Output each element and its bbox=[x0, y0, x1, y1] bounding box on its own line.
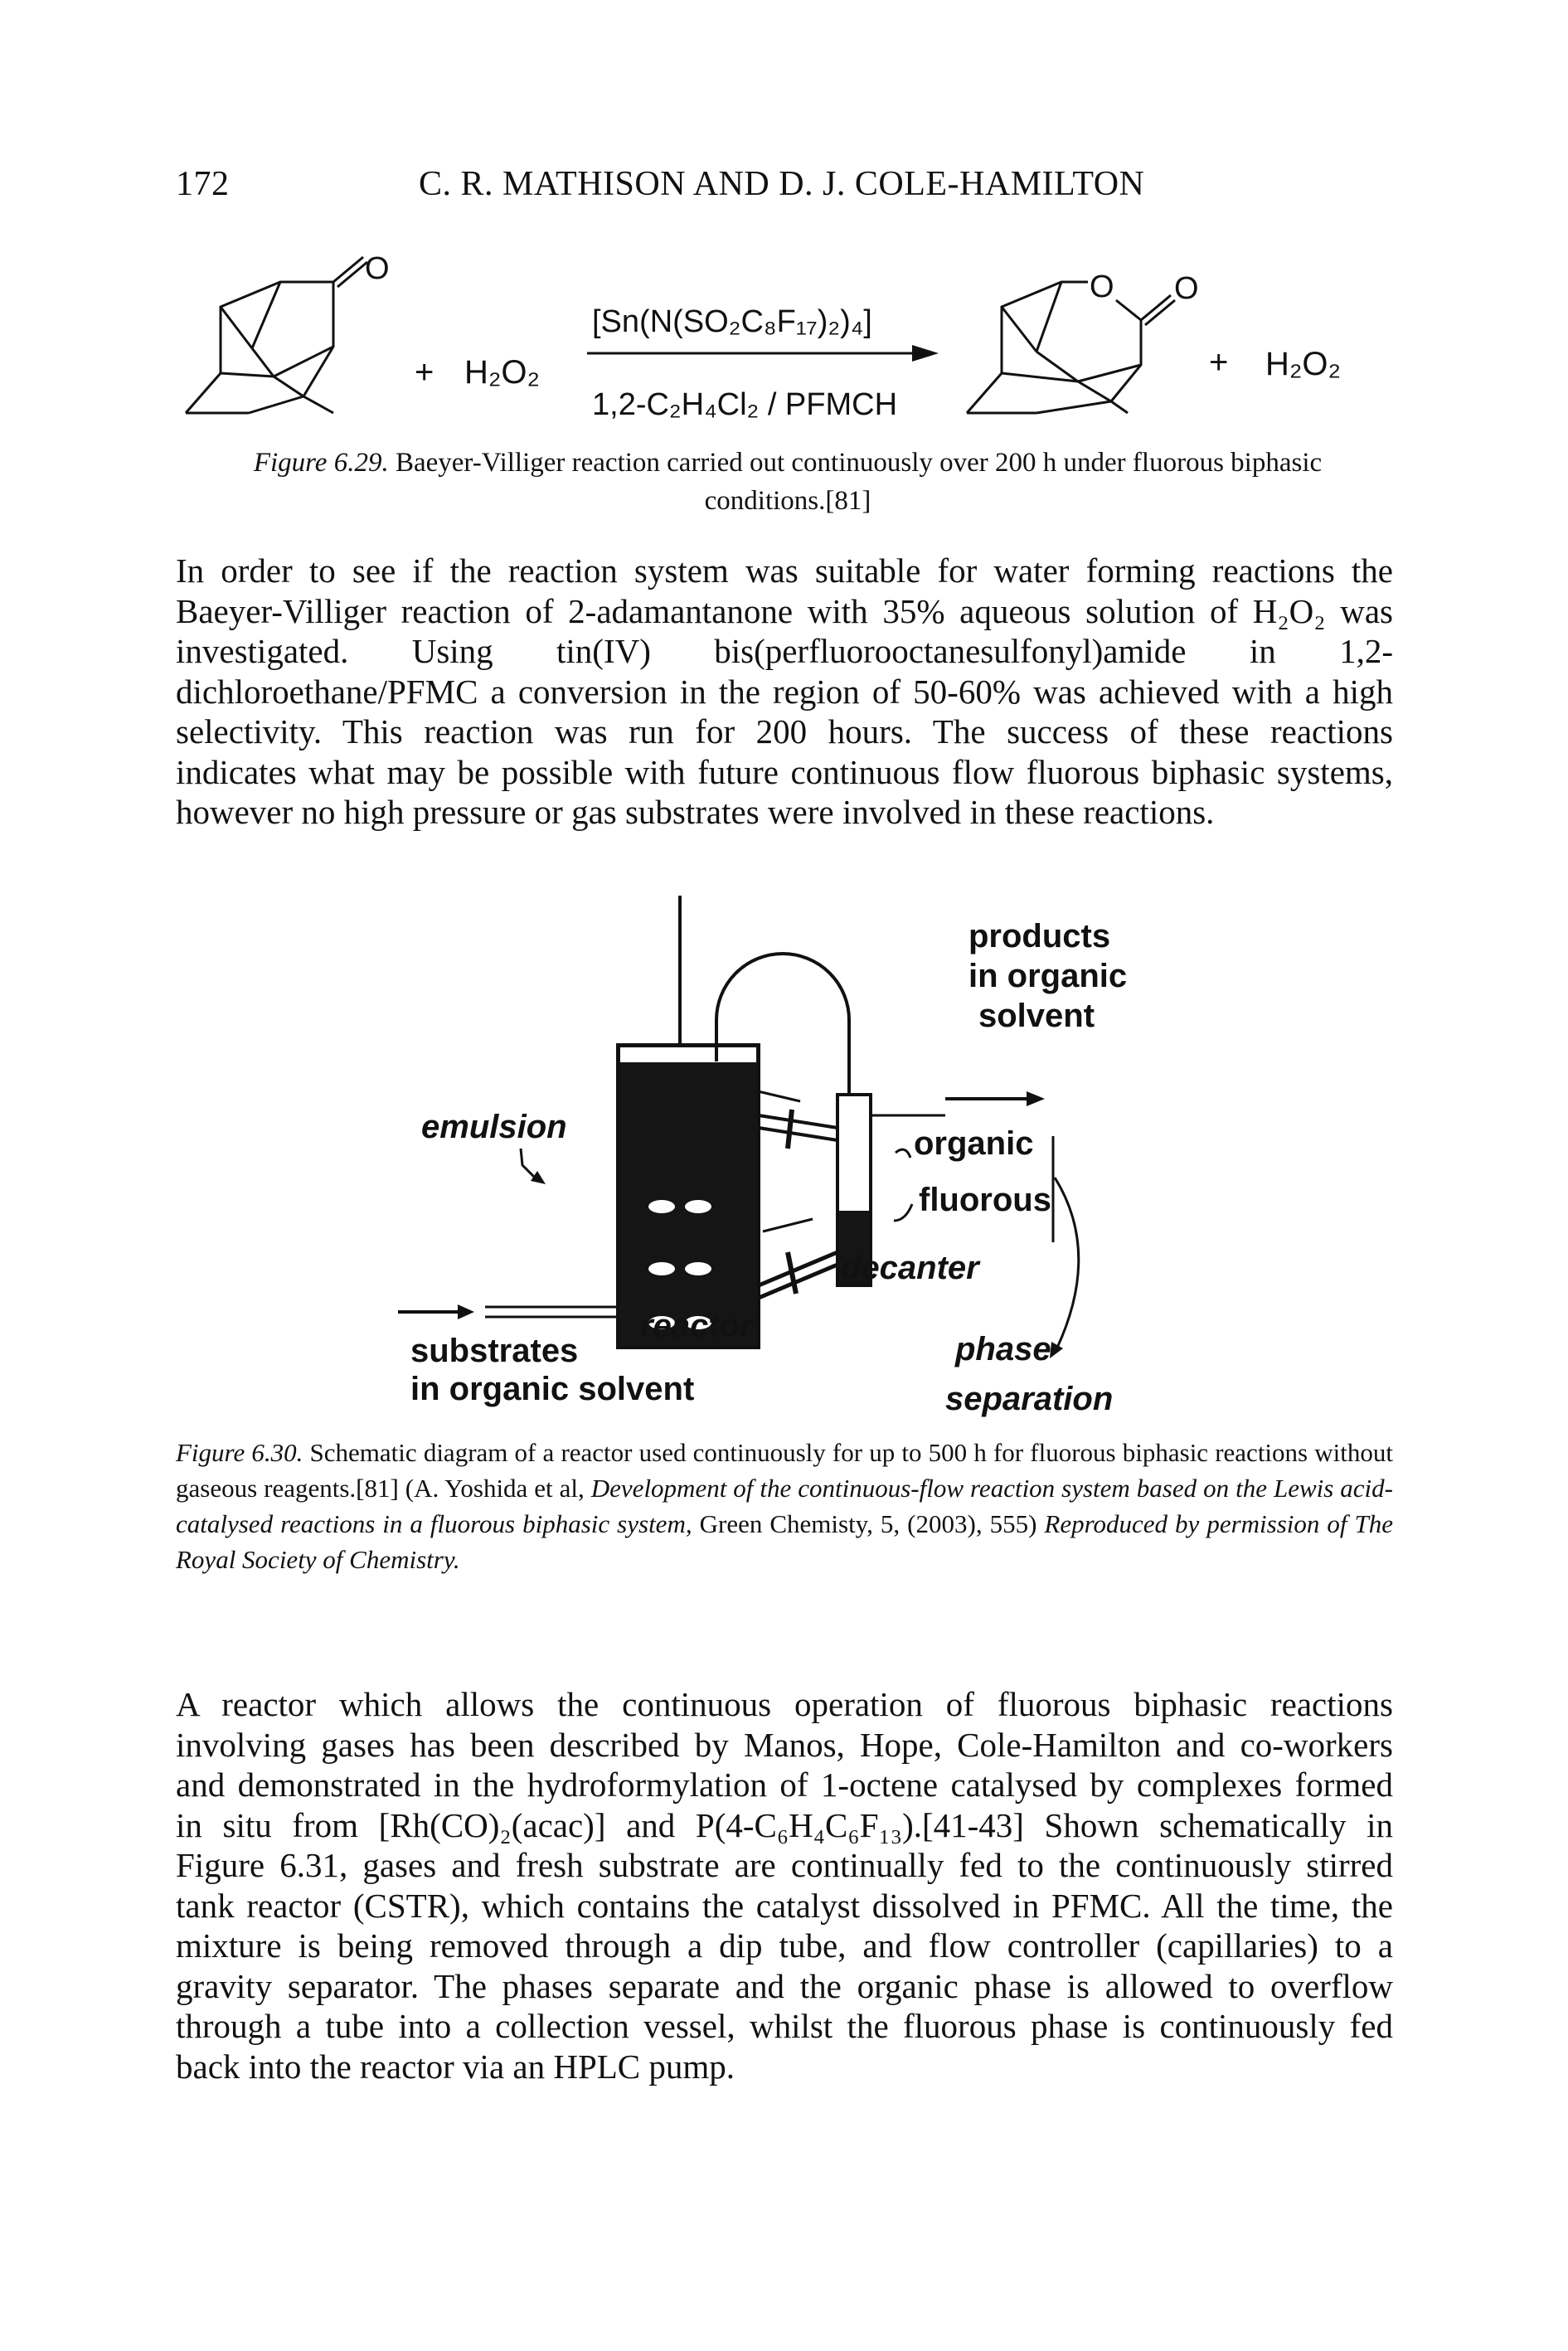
paragraph-2-line: in situ from [Rh(CO)₂(acac)] and P(4-C₆H… bbox=[176, 1805, 1393, 1844]
lactone-structure bbox=[965, 280, 1176, 415]
paragraph-2-line: through a tube into a collection vessel,… bbox=[176, 2007, 1393, 2045]
emulsion-pointer-head bbox=[531, 1171, 546, 1184]
figure-6-30-label: Figure 6.30. bbox=[176, 1438, 303, 1467]
product-h2o2: H₂O₂ bbox=[1265, 346, 1341, 382]
paragraph-1-line: indicates what may be possible with futu… bbox=[176, 752, 1393, 791]
products-label: products bbox=[968, 918, 1110, 954]
paragraph-2-line: mixture is being removed through a dip t… bbox=[176, 1926, 1393, 1965]
ketone-oxygen: O bbox=[365, 251, 390, 286]
emulsion-line bbox=[758, 1114, 838, 1129]
reactor-label: reactor bbox=[640, 1308, 755, 1344]
reagent-plus: + bbox=[415, 354, 434, 391]
flow-arrow bbox=[754, 1089, 801, 1103]
fluorous-return-line bbox=[758, 1250, 838, 1288]
paragraph-1-line: In order to see if the reaction system w… bbox=[176, 551, 1393, 590]
figure-6-29-text: Baeyer-Villiger reaction carried out con… bbox=[395, 448, 1323, 516]
reaction-arrowhead bbox=[912, 345, 939, 362]
organic-label: organic bbox=[914, 1125, 1033, 1162]
emulsion-pointer bbox=[519, 1148, 536, 1179]
paragraph-1: In order to see if the reaction system w… bbox=[176, 551, 1393, 833]
solvent-label: solvent bbox=[978, 998, 1095, 1034]
reagent-h2o2: H₂O₂ bbox=[464, 354, 540, 391]
impeller bbox=[648, 1200, 711, 1329]
decanter-fluorous-layer bbox=[839, 1211, 869, 1284]
substrates-arrowhead bbox=[458, 1304, 474, 1319]
fluorous-return-line bbox=[758, 1262, 838, 1300]
reactor-headspace bbox=[620, 1047, 756, 1062]
figure-6-30-article-title: Development of the continuous-flow react… bbox=[176, 1474, 1393, 1538]
paragraph-1-line: however no high pressure or gas substrat… bbox=[176, 793, 1215, 831]
fluorous-label: fluorous bbox=[919, 1182, 1051, 1218]
paragraph-1-line: investigated. Using tin(IV) bis(perfluor… bbox=[176, 632, 1393, 670]
page-number: 172 bbox=[176, 165, 230, 203]
fluorous-valve bbox=[785, 1251, 799, 1295]
phase-separation-arrow bbox=[1053, 1177, 1080, 1348]
figure-6-30-caption: Figure 6.30. Schematic diagram of a reac… bbox=[176, 1435, 1393, 1577]
paragraph-2-line: tank reactor (CSTR), which contains the … bbox=[176, 1886, 1393, 1925]
figure-6-29-caption: Figure 6.29. Baeyer-Villiger reaction ca… bbox=[224, 444, 1352, 520]
substrates-label: substrates bbox=[410, 1333, 578, 1369]
phase-separation-arrowhead bbox=[1050, 1342, 1063, 1358]
figure-6-30-citation: Green Chemisty, 5, (2003), 555) bbox=[699, 1509, 1037, 1538]
reaction-scheme: O + H₂O₂ [Sn(N(SO₂C₈F₁₇)₂)₄] 1,2-C₂H₄Cl₂… bbox=[184, 251, 1341, 422]
paragraph-1-line: selectivity. This reaction was run for 2… bbox=[176, 712, 1393, 750]
paragraph-2-line: involving gases has been described by Ma… bbox=[176, 1725, 1393, 1764]
emulsion-label: emulsion bbox=[421, 1109, 567, 1145]
separation-label: separation bbox=[945, 1381, 1113, 1417]
adamantanone-structure bbox=[184, 255, 368, 415]
paragraph-2-line: gravity separator. The phases separate a… bbox=[176, 1966, 1393, 2005]
paragraph-2-line: back into the reactor via an HPLC pump. bbox=[176, 2047, 735, 2086]
lactone-carbonyl-oxygen: O bbox=[1174, 271, 1199, 306]
reactor-schematic: products in organic solvent emulsion org… bbox=[398, 896, 1127, 1417]
figure-6-30-permission: Reproduced by permission of The Royal So… bbox=[176, 1509, 1394, 1574]
organic-pointer bbox=[895, 1148, 912, 1158]
paragraph-1-line: Baeyer-Villiger reaction of 2-adamantano… bbox=[176, 591, 1393, 630]
transfer-tube bbox=[715, 952, 851, 1103]
figure-6-30-text: Schematic diagram of a reactor used cont… bbox=[176, 1438, 1393, 1503]
product-plus: + bbox=[1209, 344, 1228, 381]
paragraph-2-line: and demonstrated in the hydroformylation… bbox=[176, 1766, 1393, 1804]
paragraph-2: A reactor which allows the continuous op… bbox=[176, 1684, 1393, 2086]
fluorous-pointer bbox=[893, 1203, 914, 1222]
solvent-label: 1,2-C₂H₄Cl₂ / PFMCH bbox=[592, 387, 897, 422]
in-organic-solvent-label: in organic solvent bbox=[410, 1371, 694, 1407]
running-head: C. R. MATHISON AND D. J. COLE-HAMILTON bbox=[419, 165, 1145, 203]
in-organic-label: in organic bbox=[968, 958, 1127, 994]
emulsion-valve bbox=[785, 1109, 794, 1149]
product-arrowhead bbox=[1027, 1091, 1045, 1106]
phase-label: phase bbox=[954, 1331, 1051, 1367]
paragraph-1-line: dichloroethane/PFMC a conversion in the … bbox=[176, 672, 1393, 711]
flow-arrow bbox=[762, 1217, 813, 1233]
paragraph-2-line: A reactor which allows the continuous op… bbox=[176, 1685, 1393, 1723]
figure-6-29-label: Figure 6.29. bbox=[253, 448, 389, 478]
lactone-ring-oxygen: O bbox=[1090, 270, 1114, 304]
decanter-label: decanter bbox=[841, 1250, 981, 1286]
emulsion-line bbox=[758, 1126, 838, 1142]
paragraph-2-line: Figure 6.31, gases and fresh substrate a… bbox=[176, 1846, 1393, 1884]
reactor-vessel bbox=[616, 1043, 760, 1349]
catalyst-label: [Sn(N(SO₂C₈F₁₇)₂)₄] bbox=[592, 304, 872, 339]
